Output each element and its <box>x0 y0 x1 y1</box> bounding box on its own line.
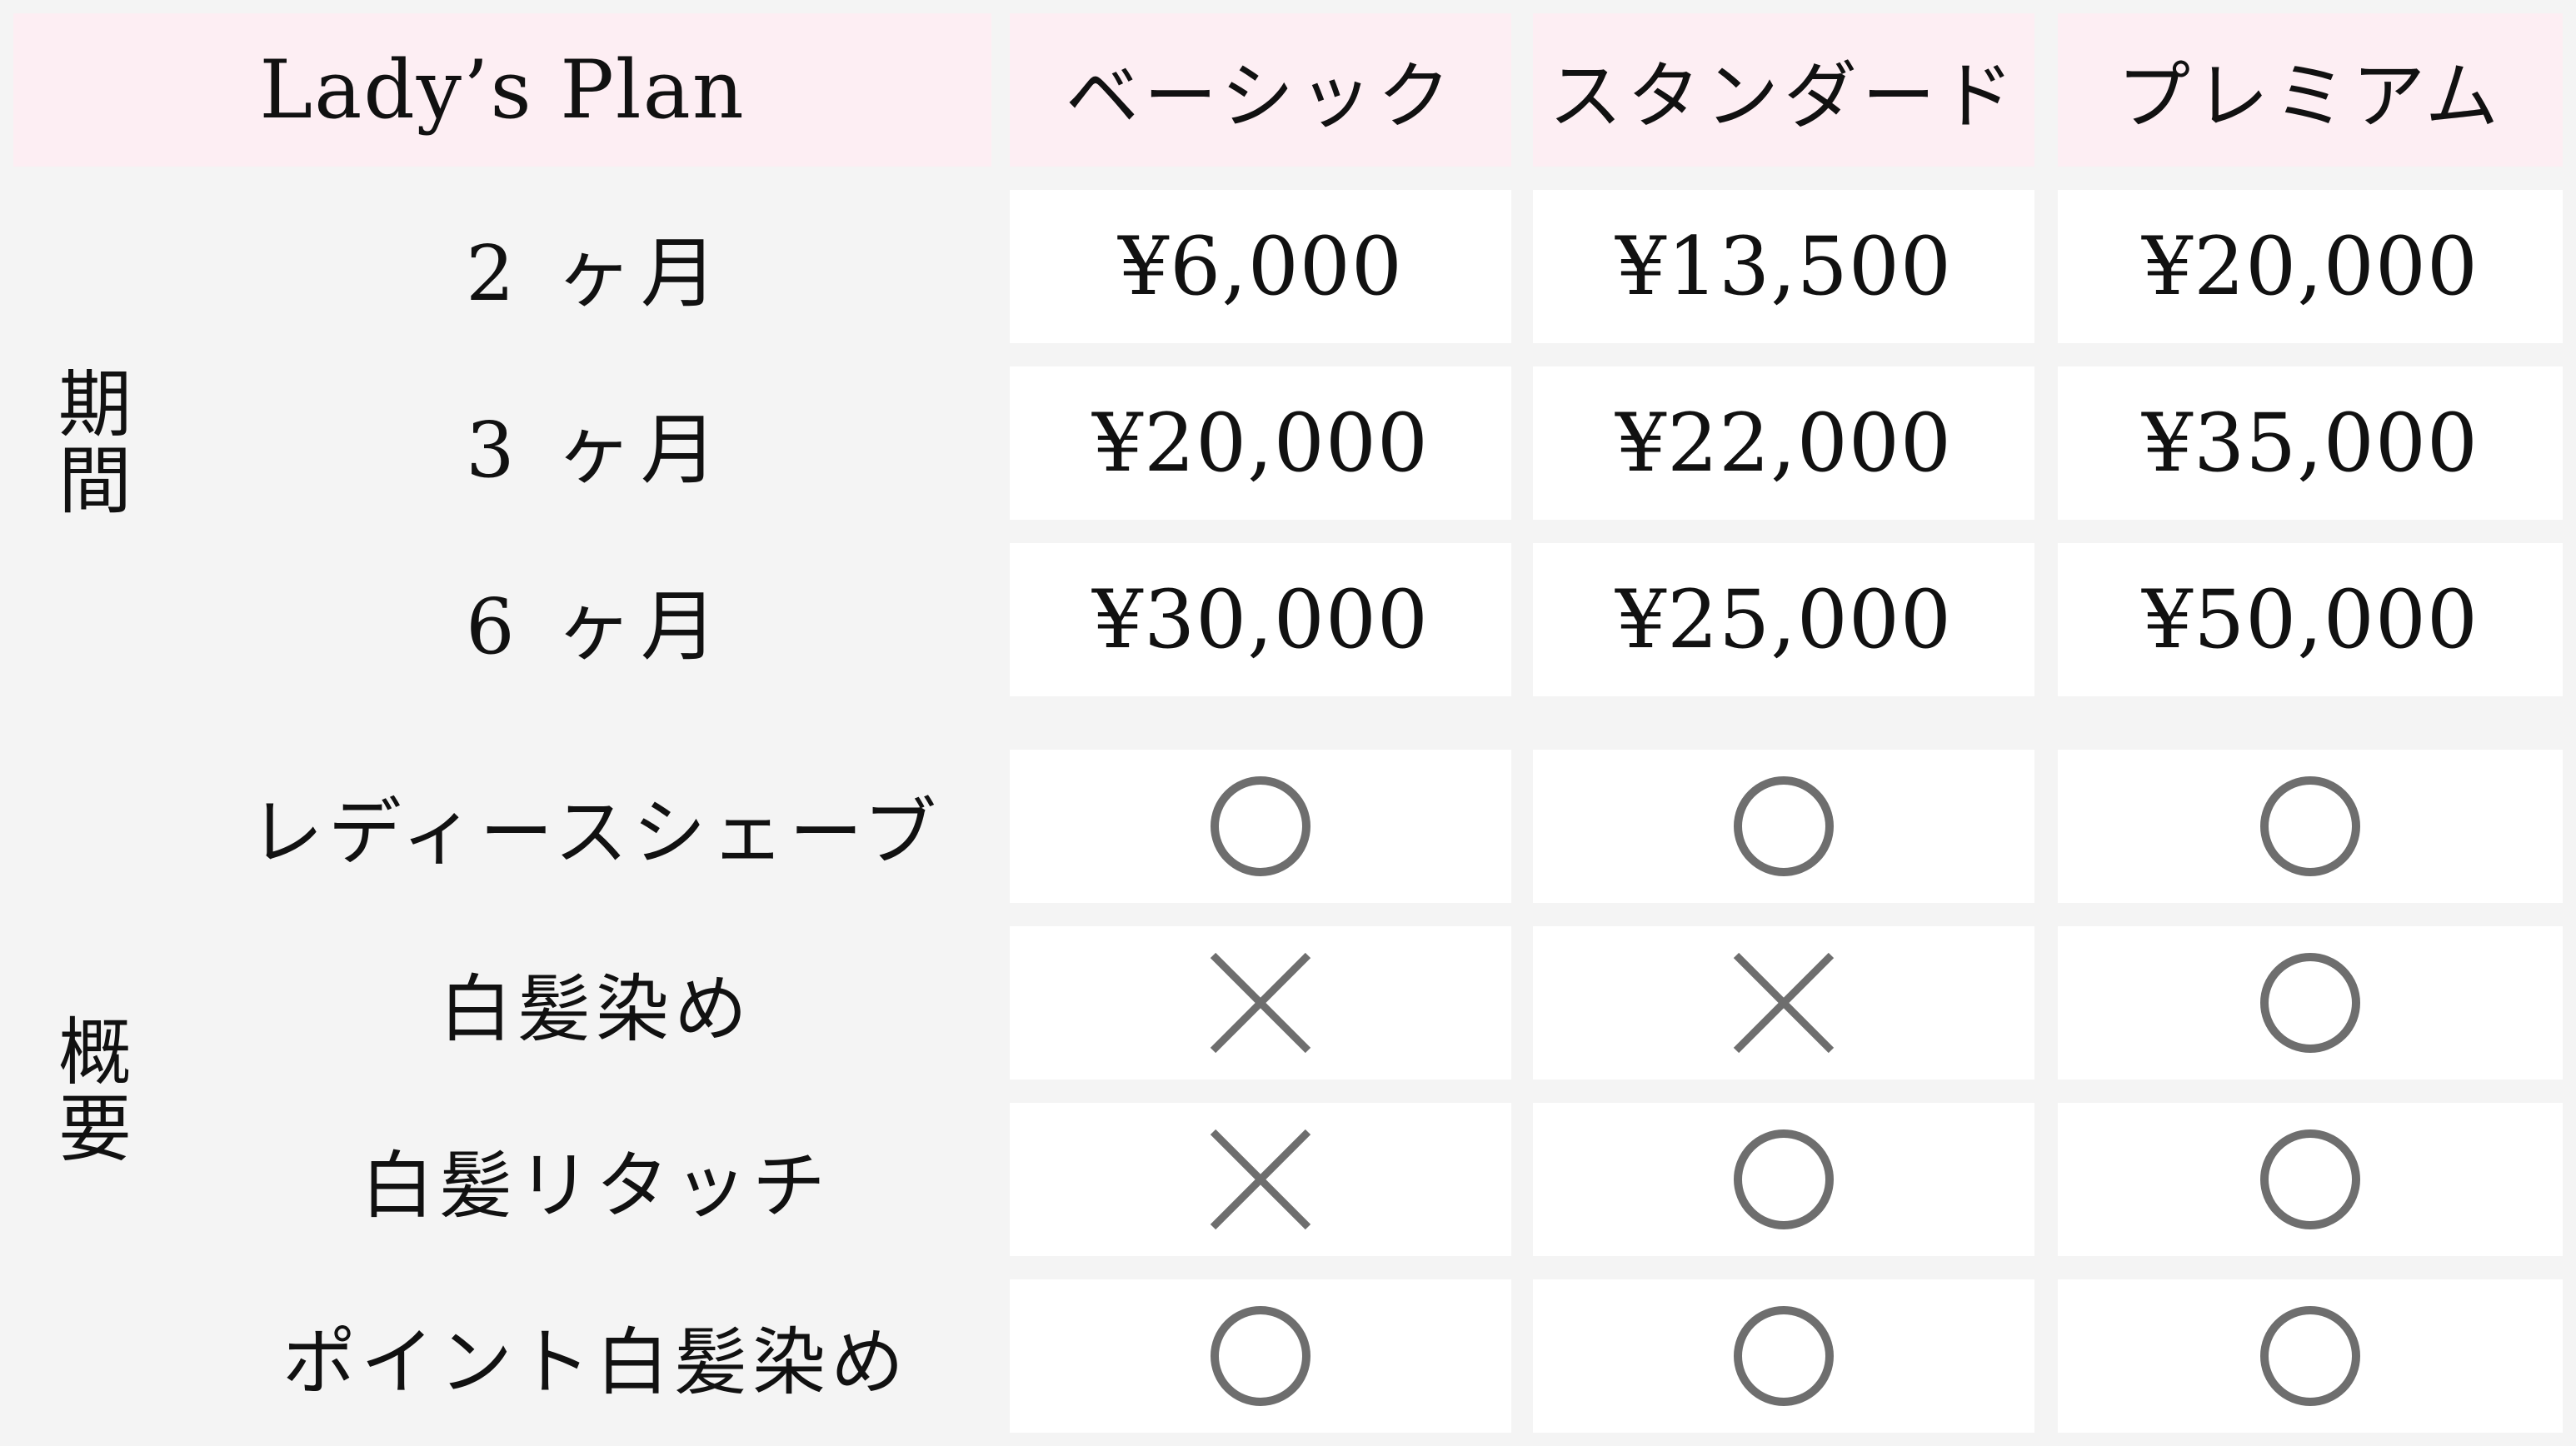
mark-cell <box>1010 1279 1511 1433</box>
price-basic-2m: ¥6,000 <box>1010 190 1511 343</box>
circle-mark-icon <box>1211 1306 1310 1406</box>
period-side-char-2: 間 <box>57 438 132 524</box>
price-basic-3m: ¥20,000 <box>1010 366 1511 520</box>
column-header-premium: プレミアム <box>2058 13 2563 167</box>
circle-mark-icon <box>2260 776 2360 876</box>
mark-cell <box>1010 926 1511 1080</box>
price-standard-2m: ¥13,500 <box>1533 190 2034 343</box>
price-premium-6m: ¥50,000 <box>2058 543 2563 696</box>
period-side-label: 期 間 <box>13 190 177 696</box>
mark-cell <box>1533 750 2034 903</box>
mark-cell <box>1010 750 1511 903</box>
period-row-label: 6 ヶ月 <box>200 543 991 696</box>
circle-mark-icon <box>2260 953 2360 1053</box>
mark-cell <box>1533 926 2034 1080</box>
mark-cell <box>2058 750 2563 903</box>
overview-side-char-1: 概 <box>57 1009 132 1095</box>
circle-mark-icon <box>1734 776 1834 876</box>
column-header-standard: スタンダード <box>1533 13 2034 167</box>
column-header-basic: ベーシック <box>1010 13 1511 167</box>
mark-cell <box>2058 1279 2563 1433</box>
circle-mark-icon <box>1734 1129 1834 1229</box>
period-row-label: 2 ヶ月 <box>200 190 991 343</box>
circle-mark-icon <box>2260 1306 2360 1406</box>
price-standard-6m: ¥25,000 <box>1533 543 2034 696</box>
cross-mark-icon <box>1733 952 1835 1054</box>
circle-mark-icon <box>1211 776 1310 876</box>
feature-label: レディースシェーブ <box>200 750 991 903</box>
overview-side-char-2: 要 <box>57 1086 132 1172</box>
cross-mark-icon <box>1210 952 1311 1054</box>
price-standard-3m: ¥22,000 <box>1533 366 2034 520</box>
plan-title: Lady’s Plan <box>13 13 991 167</box>
price-premium-3m: ¥35,000 <box>2058 366 2563 520</box>
feature-label: 白髪染め <box>200 926 991 1080</box>
mark-cell <box>2058 1103 2563 1256</box>
price-premium-2m: ¥20,000 <box>2058 190 2563 343</box>
overview-side-label: 概 要 <box>13 750 177 1433</box>
mark-cell <box>1533 1279 2034 1433</box>
mark-cell <box>2058 926 2563 1080</box>
period-row-label: 3 ヶ月 <box>200 366 991 520</box>
circle-mark-icon <box>1734 1306 1834 1406</box>
price-basic-6m: ¥30,000 <box>1010 543 1511 696</box>
mark-cell <box>1533 1103 2034 1256</box>
feature-label: ポイント白髪染め <box>200 1279 991 1433</box>
feature-label: 白髪リタッチ <box>200 1103 991 1256</box>
cross-mark-icon <box>1210 1129 1311 1230</box>
period-side-char-1: 期 <box>57 361 132 447</box>
circle-mark-icon <box>2260 1129 2360 1229</box>
mark-cell <box>1010 1103 1511 1256</box>
